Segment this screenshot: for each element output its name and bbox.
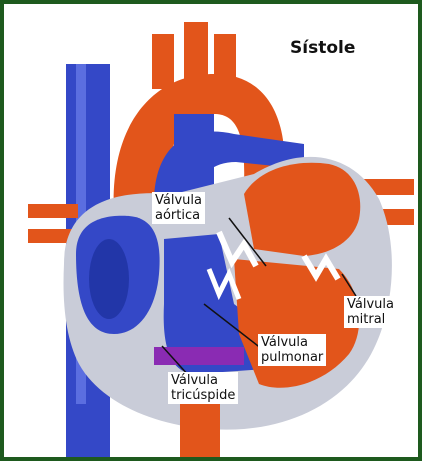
aortic-branch-3 (214, 34, 236, 86)
label-aortic-valve: Válvula aórtica (152, 192, 205, 224)
aortic-branch-2 (184, 22, 208, 82)
tricuspid-valve-shape (154, 347, 244, 365)
aortic-branch-1 (152, 34, 174, 89)
pulmonary-vein-3 (28, 204, 78, 218)
diagram-title: Sístole (290, 38, 355, 58)
left-atrium (244, 163, 360, 256)
label-pulmonary-valve: Válvula pulmonar (258, 334, 326, 366)
descending-aorta (180, 404, 220, 457)
label-mitral-valve: Válvula mitral (344, 296, 397, 328)
inferior-vena-cava (66, 404, 110, 457)
label-tricuspid-valve: Válvula tricúspide (168, 372, 238, 404)
